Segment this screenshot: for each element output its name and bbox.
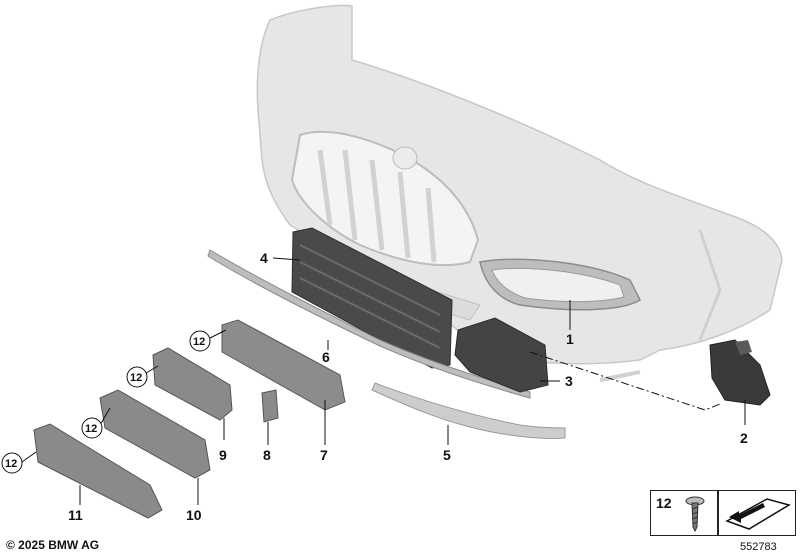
retaining-clip	[261, 389, 279, 423]
diagram-reference-number: 552783	[740, 541, 777, 553]
lower-grille-insert	[291, 227, 453, 369]
direction-arrow-icon	[725, 498, 791, 530]
svg-text:12: 12	[193, 336, 205, 348]
label-part-3: 3	[565, 373, 573, 389]
label-part-7: 7	[320, 447, 328, 463]
label-part-5: 5	[443, 447, 451, 463]
screw-icon	[685, 496, 705, 533]
support-bracket-center	[221, 319, 346, 411]
support-bracket-upper	[152, 347, 233, 421]
legend-screw-box: 12	[650, 490, 718, 536]
svg-text:12: 12	[5, 458, 17, 470]
label-part-9: 9	[219, 447, 227, 463]
lower-trim-strip	[371, 382, 566, 439]
copyright-notice: © 2025 BMW AG	[6, 538, 100, 552]
side-intake-grille	[454, 317, 549, 393]
label-part-6: 6	[322, 349, 330, 365]
label-part-2: 2	[740, 430, 748, 446]
leader-lines	[21, 257, 746, 505]
svg-text:12: 12	[130, 372, 142, 384]
screw-callout-2: 12	[126, 366, 148, 388]
label-part-1: 1	[566, 331, 574, 347]
legend-direction-box	[718, 490, 796, 536]
label-part-11: 11	[68, 507, 83, 523]
legend-screw-number: 12	[656, 495, 672, 511]
svg-text:12: 12	[85, 423, 97, 435]
support-bracket-middle	[99, 389, 211, 479]
support-bracket-lower	[33, 423, 163, 519]
label-part-8: 8	[263, 447, 271, 463]
label-part-4: 4	[260, 250, 268, 266]
label-part-10: 10	[186, 507, 202, 523]
screw-callout-1: 12	[189, 330, 211, 352]
assembly-leader-1-2	[529, 351, 721, 411]
mounting-bracket	[709, 339, 771, 406]
screw-callout-4: 12	[1, 452, 23, 474]
screw-callout-3: 12	[81, 417, 103, 439]
